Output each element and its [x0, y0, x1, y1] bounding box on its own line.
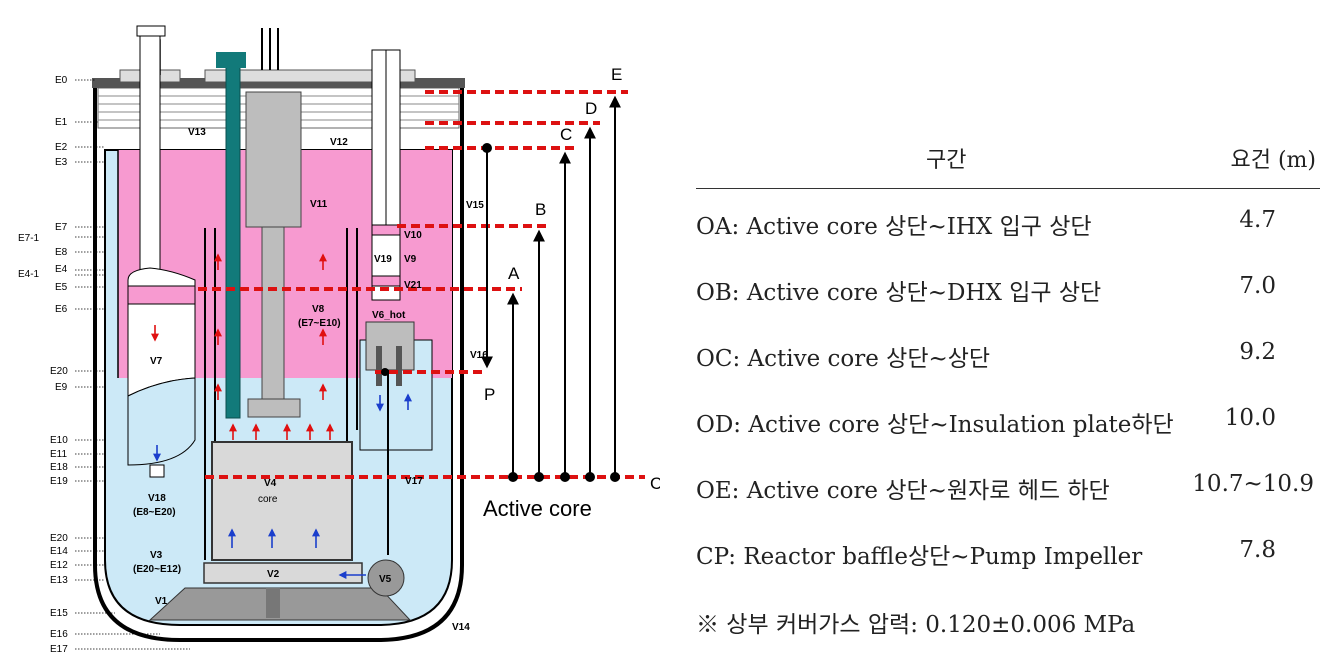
- volume-label: V14: [452, 622, 470, 633]
- point-label-p: P: [484, 385, 495, 404]
- ihx-component: [127, 25, 196, 478]
- table-row: OC: Active core 상단~상단 9.2: [696, 321, 1320, 387]
- volume-label: V1: [155, 596, 168, 607]
- elevation-label: E11: [50, 449, 67, 460]
- volume-label: V5: [379, 574, 392, 585]
- volume-label: V10: [404, 230, 422, 241]
- volume-label: (E7~E10): [298, 318, 341, 329]
- point-label-e: E: [611, 65, 622, 84]
- elevation-label: E18: [50, 462, 68, 473]
- volume-label: (E8~E20): [133, 507, 176, 518]
- table-header: 구간 요건 (m): [696, 130, 1320, 189]
- elevation-label: E19: [50, 476, 68, 487]
- volume-label: V19: [374, 254, 392, 265]
- table-row: OE: Active core 상단~원자로 헤드 하단 10.7~10.9: [696, 453, 1320, 519]
- height-arrow-dots: [381, 143, 620, 482]
- elevation-label: E12: [50, 560, 68, 571]
- elevation-ticks: [75, 79, 190, 650]
- volume-label: V9: [404, 254, 417, 265]
- volume-label: V12: [330, 137, 348, 148]
- volume-label: (E20~E12): [133, 564, 181, 575]
- active-core-label: Active core: [483, 496, 592, 521]
- volume-label: V8: [312, 304, 325, 315]
- elevation-label: E13: [50, 575, 68, 586]
- volume-label: V15: [466, 200, 484, 211]
- elevation-label: E1: [55, 117, 68, 128]
- header-section: 구간: [926, 148, 967, 173]
- volume-label: V13: [188, 127, 206, 138]
- elevation-label: E10: [50, 435, 68, 446]
- flow-arrows-red: [151, 253, 334, 440]
- elevation-label: E15: [50, 608, 68, 619]
- elevation-label: E9: [55, 382, 68, 393]
- elevation-label: E14: [50, 546, 68, 557]
- volume-label: V16: [470, 350, 488, 361]
- volume-label: V18: [148, 493, 166, 504]
- height-arrows: [481, 95, 621, 477]
- row-value: 4.7: [1239, 207, 1276, 233]
- row-value: 7.0: [1239, 273, 1276, 299]
- elevation-label: E5: [55, 282, 68, 293]
- elevation-label: E7: [55, 222, 68, 233]
- row-label: OC: Active core 상단~상단: [696, 346, 991, 372]
- volume-label: V11: [310, 199, 328, 210]
- point-label-c-core: C: [650, 474, 660, 493]
- elevation-label: E4: [55, 264, 68, 275]
- elevation-label: E20: [50, 533, 68, 544]
- elevation-label: E4-1: [18, 269, 40, 280]
- pump-component: [359, 321, 433, 597]
- row-value: 10.0: [1224, 405, 1276, 431]
- point-label-c-top: C: [560, 125, 572, 144]
- table-row: OD: Active core 상단~Insulation plate하단 10…: [696, 387, 1320, 453]
- dhx-component: [371, 49, 401, 301]
- volume-label: V2: [267, 569, 280, 580]
- row-label: CP: Reactor baffle상단~Pump Impeller: [696, 544, 1143, 570]
- flow-arrows-blue: [153, 393, 412, 579]
- elevation-label: E3: [55, 157, 68, 168]
- requirements-table: 구간 요건 (m) OA: Active core 상단~IHX 입구 상단 4…: [696, 130, 1320, 585]
- volume-label: V7: [150, 356, 163, 367]
- elevation-label: E2: [55, 142, 68, 153]
- elevation-label: E8: [55, 247, 68, 258]
- row-label: OE: Active core 상단~원자로 헤드 하단: [696, 478, 1110, 504]
- elevation-label: E17: [50, 644, 68, 655]
- row-label: OD: Active core 상단~Insulation plate하단: [696, 412, 1174, 438]
- reactor-diagram: E D C B A P C Active core E0: [18, 25, 660, 655]
- volume-label: core: [258, 494, 278, 505]
- volume-label: V17: [405, 476, 423, 487]
- table-row: OA: Active core 상단~IHX 입구 상단 4.7: [696, 189, 1320, 255]
- volume-label: V4: [264, 478, 277, 489]
- core-region: [148, 441, 412, 621]
- center-column: [216, 52, 302, 419]
- level-lines: [198, 90, 645, 479]
- header-requirement: 요건 (m): [1230, 148, 1316, 173]
- table-row: OB: Active core 상단~DHX 입구 상단 7.0: [696, 255, 1320, 321]
- point-label-d: D: [585, 99, 597, 118]
- volume-label: V6_hot: [372, 310, 406, 321]
- table-row: CP: Reactor baffle상단~Pump Impeller 7.8: [696, 519, 1320, 585]
- row-label: OA: Active core 상단~IHX 입구 상단: [696, 214, 1092, 240]
- elevation-label: E20: [50, 366, 68, 377]
- volume-label: V21: [404, 280, 422, 291]
- row-value: 9.2: [1239, 339, 1276, 365]
- elevation-label: E0: [55, 75, 68, 86]
- volume-label: V3: [150, 550, 163, 561]
- point-label-a: A: [508, 264, 520, 283]
- cover-gas-note: ※ 상부 커버가스 압력: 0.120±0.006 MPa: [696, 612, 1136, 638]
- elevation-label: E6: [55, 304, 68, 315]
- row-value: 10.7~10.9: [1192, 471, 1314, 497]
- point-label-b: B: [535, 200, 546, 219]
- row-label: OB: Active core 상단~DHX 입구 상단: [696, 280, 1102, 306]
- elevation-label: E7-1: [18, 233, 40, 244]
- elevation-label: E16: [50, 629, 68, 640]
- row-value: 7.8: [1239, 537, 1276, 563]
